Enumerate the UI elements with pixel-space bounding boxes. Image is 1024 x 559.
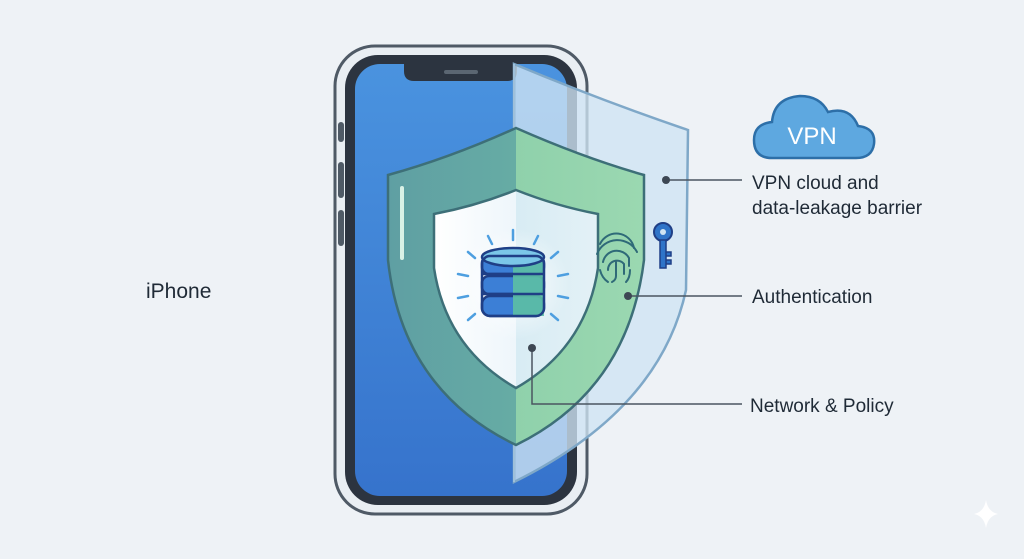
side-button-3 (338, 210, 344, 246)
key-icon (653, 222, 673, 269)
leader-lines (531, 179, 742, 405)
fingerprint-icon (596, 232, 638, 283)
glow-rays (456, 228, 570, 322)
authentication-label: Authentication (752, 287, 873, 308)
phone-speaker (444, 70, 478, 74)
sparkle-icon (974, 500, 998, 528)
leader-dots (528, 176, 670, 352)
leader-network (531, 348, 742, 405)
side-button-1 (338, 122, 344, 142)
database-icon (480, 246, 546, 318)
network-policy-label: Network & Policy (750, 396, 894, 417)
vpn-cloud-icon: VPN (752, 94, 876, 160)
cloud-label: VPN (787, 123, 836, 150)
iphone-label: iPhone (146, 280, 212, 303)
vpn-barrier-label: VPN cloud and data-leakage barrier (752, 171, 992, 221)
vpn-label-line-2: data-leakage barrier (752, 198, 923, 219)
vpn-label-line-1: VPN cloud and (752, 173, 879, 194)
side-button-2 (338, 162, 344, 198)
